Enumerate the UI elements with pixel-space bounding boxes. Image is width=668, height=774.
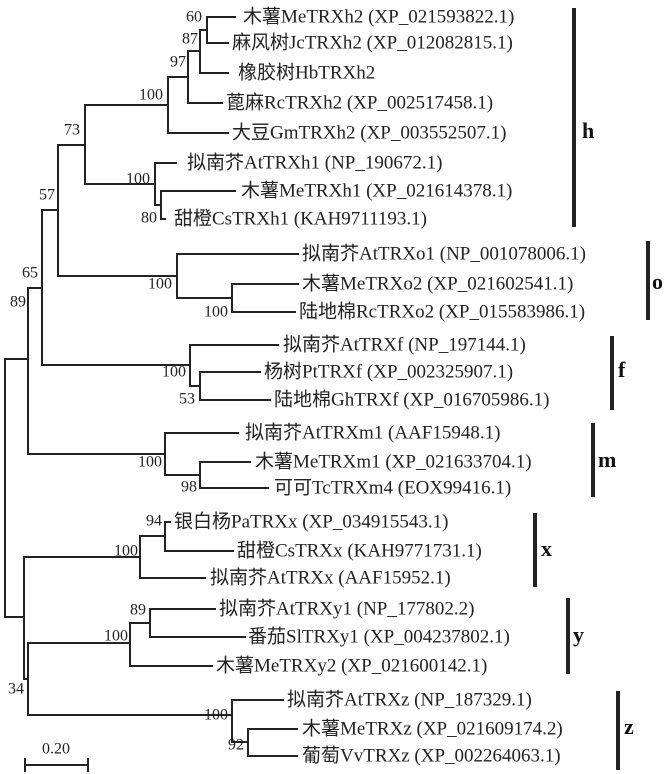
bootstrap-value: 100 [162,364,186,381]
leaf-label: 拟南芥AtTRXm1 (AAF15948.1) [245,421,500,443]
bootstrap-value: 89 [130,602,146,619]
bootstrap-value: 100 [104,628,128,645]
bootstrap-value: 94 [146,513,162,530]
bootstrap-value: 100 [114,543,138,560]
leaf-label: 葡萄VvTRXz (XP_002264063.1) [302,744,561,766]
bootstrap-value: 87 [182,31,198,48]
clade-label: h [582,118,594,143]
leaf-label: 甜橙CsTRXx (KAH9771731.1) [237,539,482,561]
leaf-label: 拟南芥AtTRXo1 (NP_001078006.1) [302,242,586,264]
leaf-label: 拟南芥AtTRXx (AAF15952.1) [210,566,451,588]
bootstrap-value: 100 [126,171,150,188]
bootstrap-value: 97 [170,54,186,71]
leaf-label: 拟南芥AtTRXz (NP_187329.1) [287,688,532,710]
clade-label: f [618,357,626,382]
bootstrap-value: 100 [138,454,162,471]
bootstrap-value: 100 [139,87,163,104]
bootstrap-value: 57 [39,187,55,204]
leaf-label: 木薯MeTRXz (XP_021609174.2) [302,717,563,739]
leaf-label: 甜橙CsTRXh1 (KAH9711193.1) [174,207,427,229]
bootstrap-value: 34 [8,681,24,698]
leaf-label: 可可TcTRXm4 (EOX99416.1) [274,477,511,498]
bootstrap-value: 80 [141,210,157,227]
bootstrap-value: 92 [228,737,244,754]
bootstrap-value: 60 [186,9,202,26]
leaf-label: 大豆GmTRXh2 (XP_003552507.1) [232,121,506,143]
bootstrap-value: 100 [148,276,172,293]
leaf-label: 杨树PtTRXf (XP_002325907.1) [264,360,513,382]
leaf-label: 陆地棉RcTRXo2 (XP_015583986.1) [299,300,585,322]
leaf-label: 麻风树JcTRXh2 (XP_012082815.1) [232,31,513,53]
leaf-label: 拟南芥AtTRXh1 (NP_190672.1) [187,151,442,173]
leaf-label: 陆地棉GhTRXf (XP_016705986.1) [274,388,550,410]
bootstrap-value: 100 [204,707,228,724]
bootstrap-value: 98 [181,479,197,496]
leaf-label: 蓖麻RcTRXh2 (XP_002517458.1) [226,91,493,113]
leaf-label: 番茄SlTRXy1 (XP_004237802.1) [248,625,510,647]
bootstrap-value: 53 [179,391,195,408]
leaf-label: 木薯MeTRXy2 (XP_021600142.1) [216,654,487,676]
clade-label: y [573,622,584,647]
leaf-label: 木薯MeTRXm1 (XP_021633704.1) [255,450,532,472]
clade-label: o [652,269,663,294]
clade-label: z [624,714,634,739]
leaf-label: 木薯MeTRXh1 (XP_021614378.1) [241,179,512,201]
clade-label: x [541,536,552,561]
clade-label: m [598,447,616,472]
bootstrap-value: 89 [10,294,26,311]
leaf-label: 木薯MeTRXo2 (XP_021602541.1) [302,272,573,294]
leaf-label: 拟南芥AtTRXy1 (NP_177802.2) [219,597,474,619]
scale-bar-label: 0.20 [42,741,70,758]
leaf-label: 木薯MeTRXh2 (XP_021593822.1) [243,5,514,27]
bootstrap-value: 100 [204,304,228,321]
leaf-label: 银白杨PaTRXx (XP_034915543.1) [174,510,448,532]
bootstrap-value: 73 [64,122,80,139]
leaf-label: 橡胶树HbTRXh2 [238,61,375,83]
leaf-label: 拟南芥AtTRXf (NP_197144.1) [283,333,526,355]
bootstrap-value: 65 [22,265,38,282]
